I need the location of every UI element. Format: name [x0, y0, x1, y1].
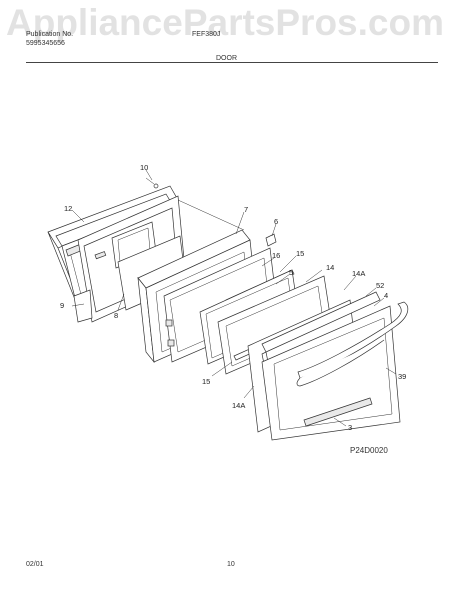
footer-page-number: 10: [227, 561, 235, 568]
callout-15-bottom: 15: [202, 377, 210, 386]
callout-12: 12: [64, 204, 72, 213]
part-10-screw: [145, 177, 159, 189]
callout-10: 10: [140, 163, 148, 172]
callout-14a-bottom: 14A: [232, 401, 245, 410]
callout-6: 6: [274, 217, 278, 226]
callout-5: 5: [289, 268, 293, 277]
header-divider: [26, 62, 438, 63]
watermark: AppliancePartsPros.com: [6, 2, 444, 43]
model-number: FEF380J: [192, 31, 221, 38]
callout-14a-top: 14A: [352, 269, 365, 278]
callout-52: 52: [376, 281, 384, 290]
callout-14: 14: [326, 263, 334, 272]
part-6-bracket: [265, 233, 277, 247]
part-39-door-handle: [296, 301, 409, 387]
part-9-hinge: [73, 289, 93, 323]
publication-label: Publication No.: [26, 31, 74, 38]
publication-number: 5995345656: [26, 40, 65, 47]
callout-16: 16: [272, 251, 280, 260]
footer-date: 02/01: [26, 561, 44, 568]
callout-9: 9: [60, 301, 64, 310]
callout-7: 7: [244, 205, 248, 214]
diagram-code: P24D0020: [350, 446, 388, 455]
section-title: DOOR: [216, 55, 237, 62]
callout-8: 8: [114, 311, 118, 320]
callout-4: 4: [384, 291, 388, 300]
callout-3: 3: [348, 423, 352, 432]
callout-39: 39: [398, 372, 406, 381]
leader-lines: [71, 169, 397, 427]
callout-15-top: 15: [296, 249, 304, 258]
